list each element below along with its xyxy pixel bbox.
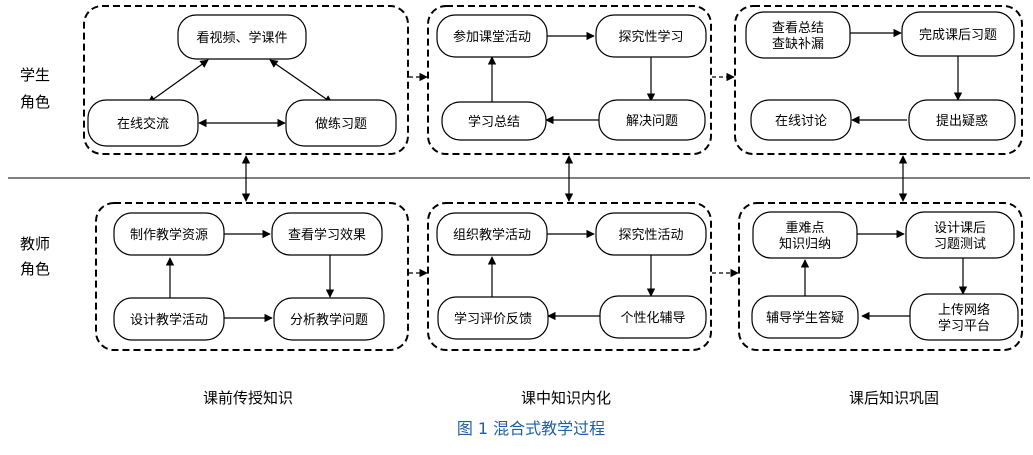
group-teacher-post [738, 202, 1023, 351]
node-s-pre-ex: 做练习题 [285, 99, 397, 147]
node-s-pre-video: 看视频、学课件 [177, 14, 307, 60]
node-box [177, 14, 307, 60]
node-label: 分析教学问题 [290, 312, 368, 328]
node-box [273, 297, 385, 341]
node-label: 学习总结 [468, 114, 520, 130]
node-label: 组织教学活动 [453, 227, 531, 243]
node-t-post-answer: 辅导学生答疑 [751, 295, 859, 339]
node-label: 习题测试 [934, 237, 986, 252]
node-box [595, 14, 707, 58]
stage-label-post: 课后知识巩固 [849, 389, 939, 407]
node-t-pre-check: 查看学习效果 [271, 212, 383, 256]
arrows-layer [147, 28, 968, 323]
node-box [441, 101, 547, 141]
node-box [908, 99, 1016, 141]
node-label: 参加课堂活动 [453, 29, 531, 45]
node-s-in-explore: 探究性学习 [595, 14, 707, 58]
node-label: 制作教学资源 [130, 227, 208, 243]
node-box [436, 212, 548, 256]
node-t-pre-make: 制作教学资源 [113, 212, 225, 256]
node-label: 设计课后 [934, 221, 986, 236]
node-t-in-explore: 探究性活动 [595, 212, 707, 256]
node-box [752, 211, 858, 259]
node-s-post-hw: 完成课后习题 [901, 11, 1015, 57]
student-role-label-2: 角色 [20, 93, 50, 111]
node-label: 完成课后习题 [919, 28, 997, 43]
node-label: 做练习题 [315, 117, 367, 132]
group-student-post [734, 5, 1023, 155]
node-box [285, 99, 397, 147]
node-box [113, 212, 225, 256]
node-label: 重难点 [785, 220, 824, 236]
teacher-role-label-2: 角色 [20, 260, 50, 278]
node-label: 在线讨论 [775, 114, 827, 129]
node-label: 查看总结 [772, 20, 824, 36]
node-box [436, 14, 548, 58]
node-label: 设计教学活动 [130, 312, 208, 328]
group-student-pre [83, 5, 409, 155]
node-label: 学习评价反馈 [454, 311, 532, 327]
node-label: 辅导学生答疑 [766, 310, 844, 326]
teacher-role-label-1: 教师 [20, 235, 50, 253]
node-s-post-disc: 在线讨论 [750, 99, 852, 141]
node-s-in-sum: 学习总结 [441, 101, 547, 141]
group-teacher-pre [95, 202, 409, 351]
node-box [595, 212, 707, 256]
node-label: 在线交流 [117, 116, 169, 132]
node-label: 学习平台 [938, 318, 990, 334]
node-box [750, 99, 852, 141]
node-s-post-ask: 提出疑惑 [908, 99, 1016, 141]
node-label: 上传网络 [938, 302, 990, 318]
node-t-in-org: 组织教学活动 [436, 212, 548, 256]
node-label: 提出疑惑 [936, 113, 988, 129]
node-box [598, 99, 706, 141]
node-label: 查看学习效果 [288, 227, 366, 243]
node-s-pre-chat: 在线交流 [87, 99, 199, 147]
node-s-in-solve: 解决问题 [598, 99, 706, 141]
node-box [113, 297, 225, 341]
stage-label-pre: 课前传授知识 [203, 389, 293, 407]
node-box [745, 11, 851, 59]
figure-caption: 图 1 混合式教学过程 [457, 419, 605, 438]
node-box [905, 211, 1015, 259]
group-student-in [427, 5, 712, 155]
node-t-in-tutor: 个性化辅导 [599, 295, 707, 339]
node-label: 查缺补漏 [772, 36, 824, 52]
node-box [437, 296, 549, 340]
node-box [599, 295, 707, 339]
node-label: 知识归纳 [779, 236, 831, 252]
node-label: 探究性学习 [618, 29, 683, 45]
node-box [901, 11, 1015, 57]
node-label: 探究性活动 [618, 228, 683, 243]
node-t-in-eval: 学习评价反馈 [437, 296, 549, 340]
node-label: 个性化辅导 [620, 311, 685, 326]
node-s-in-join: 参加课堂活动 [436, 14, 548, 58]
group-teacher-in [427, 202, 712, 351]
node-label: 解决问题 [626, 114, 678, 129]
node-box [271, 212, 383, 256]
node-t-pre-design: 设计教学活动 [113, 297, 225, 341]
node-t-pre-analyze: 分析教学问题 [273, 297, 385, 341]
node-box [909, 293, 1019, 341]
node-box [751, 295, 859, 339]
node-box [87, 99, 199, 147]
node-label: 看视频、学课件 [196, 30, 287, 46]
stage-label-in: 课中知识内化 [521, 389, 611, 407]
student-role-label-1: 学生 [20, 66, 50, 84]
